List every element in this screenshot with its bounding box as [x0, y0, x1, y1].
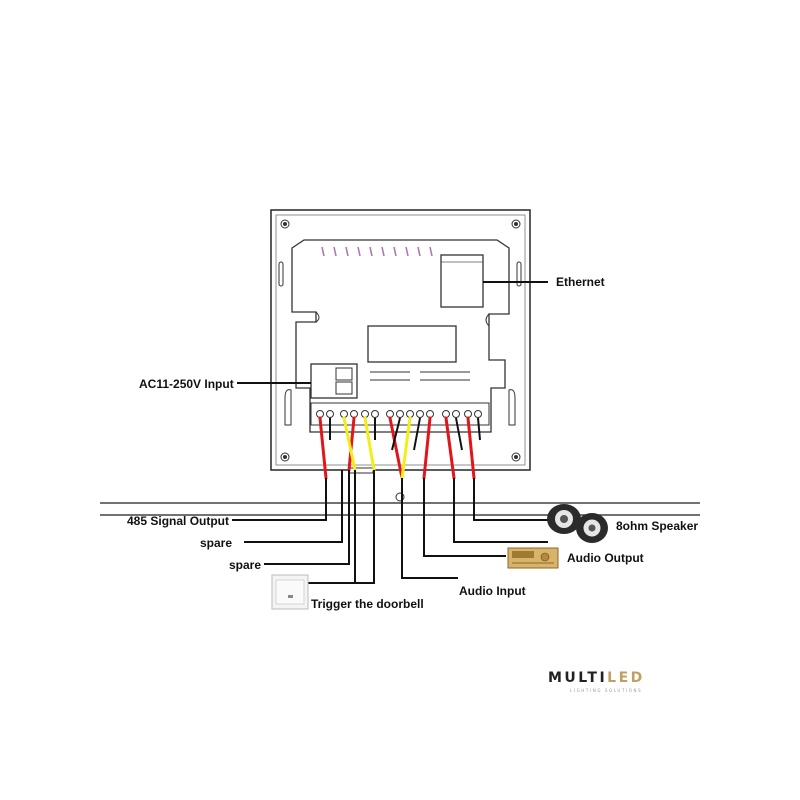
spare-label-1: spare — [200, 536, 233, 550]
audio-output-label: Audio Output — [567, 551, 644, 565]
spare-label-2: spare — [229, 558, 262, 572]
screw-icon — [280, 219, 521, 462]
ac-input-label: AC11-250V Input — [139, 377, 234, 391]
signal-485-label: 485 Signal Output — [127, 514, 230, 528]
audio-input-label: Audio Input — [459, 584, 526, 598]
amplifier-icon — [507, 547, 559, 569]
control-panel — [270, 209, 531, 502]
logo-wordmark: MULTILED — [548, 670, 645, 686]
logo-tagline: LIGHTING SOLUTIONS — [570, 688, 643, 693]
ethernet-port — [440, 254, 484, 308]
wires-colored — [318, 416, 476, 480]
speaker-icon — [547, 504, 608, 543]
multiled-logo: MULTILED LIGHTING SOLUTIONS — [548, 670, 688, 696]
doorbell-label: Trigger the doorbell — [311, 597, 424, 611]
ac-terminal-block — [310, 363, 358, 399]
doorbell-switch-icon — [271, 574, 309, 610]
chip — [367, 325, 457, 363]
wires-black — [232, 281, 548, 584]
logo-accent: LED — [607, 670, 645, 686]
pin-header — [321, 246, 433, 257]
terminal-strip — [310, 402, 490, 426]
speaker-label: 8ohm Speaker — [616, 519, 699, 533]
ethernet-label: Ethernet — [556, 275, 605, 289]
